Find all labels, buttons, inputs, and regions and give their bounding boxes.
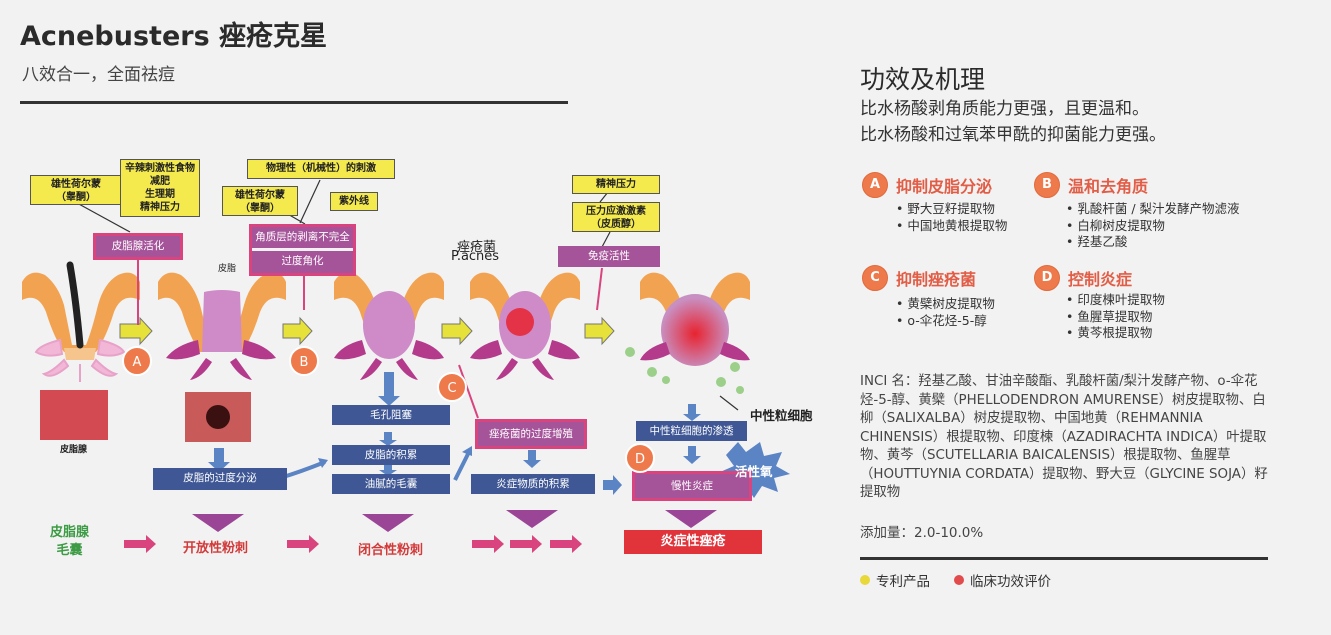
mechanism-c-badge: C — [437, 372, 467, 402]
immune-box: 免疫活性 — [558, 246, 660, 267]
inci-text: INCI 名：羟基乙酸、甘油辛酸酯、乳酸杆菌/梨汁发酵产物、o-伞花烃-5-醇、… — [860, 374, 1268, 500]
mechanism-a-title: 抑制皮脂分泌 — [896, 177, 993, 196]
stage-triangle-4 — [665, 510, 717, 528]
stress-box: 精神压力 — [572, 175, 660, 194]
mechanism-d-badge: D — [625, 443, 655, 473]
open-comedo-label: 开放性粉刺 — [183, 541, 249, 556]
sebum-activation-frame — [93, 233, 183, 260]
chronic-inflammation-box: 慢性炎症 — [635, 474, 749, 498]
red-dot-icon — [954, 575, 964, 585]
sebum-accum-box: 皮脂的积累 — [332, 445, 450, 465]
stratum-box: 角质层的剥离不完全 — [252, 227, 353, 248]
sebaceous-gland-label: 皮脂腺 — [60, 445, 88, 455]
stage-triangle-1 — [192, 514, 244, 532]
sebaceous-gland-photo-1 — [40, 390, 108, 440]
connector-lines — [137, 258, 603, 419]
pink-stage-arrows — [124, 535, 582, 553]
mechanism-b-list: • 乳酸杆菌 / 梨汁发酵产物滤液 • 白柳树皮提取物 • 羟基乙酸 — [1066, 201, 1240, 251]
yellow-dot-icon — [860, 575, 870, 585]
neutrophil-infiltration-box: 中性粒细胞的渗透 — [636, 421, 747, 441]
right-divider — [860, 557, 1268, 560]
hormone-box-1: 雄性荷尔蒙 （睾酮） — [30, 175, 122, 205]
page-title: Acnebusters 痤疮克星 — [20, 21, 328, 52]
bacteria-growth-box: 痤疮菌的过度增殖 — [478, 422, 584, 446]
follicle-stage-1 — [22, 261, 140, 382]
hormone-box-2: 雄性荷尔蒙 （睾酮） — [222, 186, 298, 216]
follicle-illustrations — [22, 179, 790, 553]
follicle-stage-4 — [470, 272, 580, 380]
pacnes-en-label: P.acnes — [451, 249, 500, 264]
mechanism-c-title: 抑制痤疮菌 — [896, 270, 977, 289]
lifestyle-factor-box: 辛辣刺激性食物 减肥 生理期 精神压力 — [120, 159, 200, 217]
list-item: • 野大豆籽提取物 — [896, 201, 995, 216]
inflammatory-acne-label: 炎症性痤疮 — [624, 530, 762, 554]
bacteria-frame — [475, 419, 587, 449]
badge-a-icon: A — [862, 172, 888, 198]
mechanism-b-title: 温和去角质 — [1068, 177, 1149, 196]
list-item: • 白柳树皮提取物 — [1066, 217, 1165, 233]
mechanism-b-badge: B — [289, 346, 319, 376]
stage-triangle-2 — [362, 514, 414, 532]
mechanism-b-heading: B 温和去角质 — [1034, 172, 1148, 198]
keratin-frame — [249, 224, 356, 276]
title-divider — [20, 101, 568, 104]
legend-patent: 专利产品 — [860, 570, 930, 590]
follicle-stage-2 — [158, 272, 286, 380]
list-item: • 中国地黄根提取物 — [896, 217, 1008, 233]
badge-c-icon: C — [862, 265, 888, 291]
mechanism-d-list: • 印度楝叶提取物 • 鱼腥草提取物 • 黄芩根提取物 — [1066, 292, 1165, 342]
list-item: • 鱼腥草提取物 — [1066, 308, 1153, 324]
mechanism-c-heading: C 抑制痤疮菌 — [862, 265, 976, 291]
pore-block-box: 毛孔阻塞 — [332, 405, 450, 425]
stage-arrows — [119, 316, 615, 346]
mechanism-a-badge: A — [122, 346, 152, 376]
badge-b-icon: B — [1034, 172, 1060, 198]
list-item: • 黄芩根提取物 — [1066, 325, 1153, 340]
mechanism-a-heading: A 抑制皮脂分泌 — [862, 172, 992, 198]
page-subtitle: 八效合一，全面祛痘 — [22, 65, 175, 85]
pacnes-cn-label: 痤疮菌 — [457, 240, 497, 255]
efficacy-heading: 功效及机理 — [860, 65, 986, 94]
chronic-frame — [632, 471, 752, 501]
legend-clinical-label: 临床功效评价 — [970, 574, 1051, 590]
stress-hormone-box: 压力应激激素 （皮质醇） — [572, 202, 660, 232]
uv-box: 紫外线 — [330, 192, 378, 211]
list-item: • o-伞花烃-5-醇 — [896, 312, 987, 328]
badge-d-icon: D — [1034, 265, 1060, 291]
follicle-stage-3 — [334, 272, 444, 380]
mechanism-d-title: 控制炎症 — [1068, 270, 1133, 289]
list-item: • 黄檗树皮提取物 — [896, 296, 995, 311]
greasy-follicle-box: 油腻的毛囊 — [332, 474, 450, 494]
efficacy-line-1: 比水杨酸剥角质能力更强，且更温和。 — [860, 99, 1149, 119]
active-oxygen-label: 活性氧 — [735, 464, 773, 479]
sebum-excess-box: 皮脂的过度分泌 — [153, 468, 287, 490]
list-item: • 羟基乙酸 — [1066, 234, 1128, 249]
mechanism-a-list: • 野大豆籽提取物 • 中国地黄根提取物 — [896, 201, 1007, 234]
legend-clinical: 临床功效评价 — [954, 570, 1051, 590]
physical-stimulus-box: 物理性（机械性）的刺激 — [247, 159, 395, 179]
follicle-stage-5 — [625, 272, 750, 394]
neutrophil-label: 中性粒细胞 — [750, 408, 813, 423]
sebum-label: 皮脂 — [218, 264, 237, 274]
blue-arrows — [208, 372, 701, 495]
dosage-text: 添加量：2.0-10.0% — [860, 525, 984, 541]
acne-mechanism-diagram: 雄性荷尔蒙 （睾酮） 辛辣刺激性食物 减肥 生理期 精神压力 物理性（机械性）的… — [22, 159, 813, 558]
legend-patent-label: 专利产品 — [876, 574, 930, 590]
inflammation-accum-box: 炎症物质的积累 — [471, 474, 595, 494]
mechanism-c-list: • 黄檗树皮提取物 • o-伞花烃-5-醇 — [896, 296, 995, 329]
efficacy-line-2: 比水杨酸和过氧苯甲酰的抑菌能力更强。 — [860, 125, 1166, 145]
hyperkeratosis-box: 过度角化 — [252, 251, 353, 273]
list-item: • 印度楝叶提取物 — [1066, 292, 1165, 307]
closed-comedo-label: 闭合性粉刺 — [358, 543, 424, 558]
stage-triangle-3 — [506, 510, 558, 528]
list-item: • 乳酸杆菌 / 梨汁发酵产物滤液 — [1066, 201, 1240, 216]
follicle-label: 皮脂腺 毛囊 — [50, 525, 90, 558]
sebum-activation-box: 皮脂腺活化 — [96, 236, 180, 257]
mechanism-d-heading: D 控制炎症 — [1034, 265, 1132, 291]
